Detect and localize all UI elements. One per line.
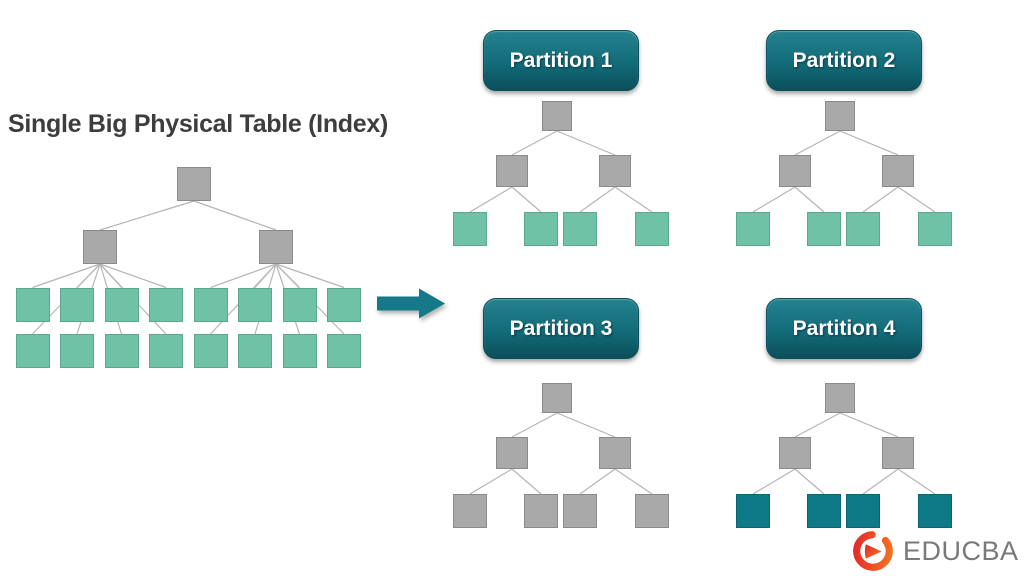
partition-root-node (542, 383, 572, 413)
index-leaf-node (327, 287, 361, 322)
index-leaf-node (282, 287, 317, 322)
partition-branch-node (779, 155, 811, 187)
partition-branch-node (496, 155, 528, 187)
partition-leaf-node (846, 212, 880, 246)
partition-branch-node (599, 155, 631, 187)
partition-leaf-node (563, 494, 597, 528)
partition-root-node (825, 383, 855, 413)
partition-leaf-node (807, 494, 841, 528)
partition-leaf-node (736, 494, 770, 528)
index-branch-node (259, 230, 293, 264)
educba-logo-icon (853, 531, 893, 571)
single-big-table-tree (0, 160, 380, 375)
partition-leaf-node (635, 494, 669, 528)
partition-2-badge: Partition 2 (766, 30, 922, 91)
partition-4-group: Partition 4 (723, 288, 963, 543)
partition-4-badge: Partition 4 (766, 298, 922, 359)
partition-leaf-node (918, 494, 952, 528)
partition-branch-node (882, 437, 914, 469)
partition-2-group: Partition 2 (723, 20, 963, 275)
partition-branch-node (496, 437, 528, 469)
educba-logo-text: EDUCBA (903, 535, 1019, 566)
index-leaf-node (60, 287, 94, 322)
index-leaf-node (104, 287, 139, 322)
index-leaf-node (15, 334, 50, 368)
index-leaf-node (149, 334, 183, 368)
partition-leaf-node (524, 212, 558, 246)
index-branch-node (83, 230, 117, 264)
partition-branch-node (599, 437, 631, 469)
educba-logo: EDUCBA (850, 527, 1019, 575)
partition-1-badge: Partition 1 (483, 30, 639, 91)
partition-leaf-node (563, 212, 597, 246)
partition-leaf-node (635, 212, 669, 246)
diagram-title: Single Big Physical Table (Index) (8, 110, 389, 138)
right-arrow-icon (377, 288, 445, 319)
index-leaf-node (327, 334, 361, 368)
index-leaf-node (193, 334, 228, 368)
index-leaf-node (238, 334, 272, 368)
partition-leaf-node (453, 494, 487, 528)
partition-3-group: Partition 3 (440, 288, 680, 543)
index-leaf-node (238, 287, 272, 322)
partition-leaf-node (453, 212, 487, 246)
partition-leaf-node (736, 212, 770, 246)
partition-branch-node (779, 437, 811, 469)
partition-branch-node (882, 155, 914, 187)
index-leaf-node (104, 334, 139, 368)
partition-1-group: Partition 1 (440, 20, 680, 275)
index-leaf-node (149, 287, 183, 322)
partition-leaf-node (846, 494, 880, 528)
partition-root-node (542, 101, 572, 131)
index-leaf-node (60, 334, 94, 368)
partition-leaf-node (807, 212, 841, 246)
index-leaf-node (193, 287, 228, 322)
index-leaf-node (15, 287, 50, 322)
index-root-node (177, 167, 211, 201)
index-leaf-node (282, 334, 317, 368)
partition-root-node (825, 101, 855, 131)
partition-3-badge: Partition 3 (483, 298, 639, 359)
partition-leaf-node (524, 494, 558, 528)
partition-leaf-node (918, 212, 952, 246)
